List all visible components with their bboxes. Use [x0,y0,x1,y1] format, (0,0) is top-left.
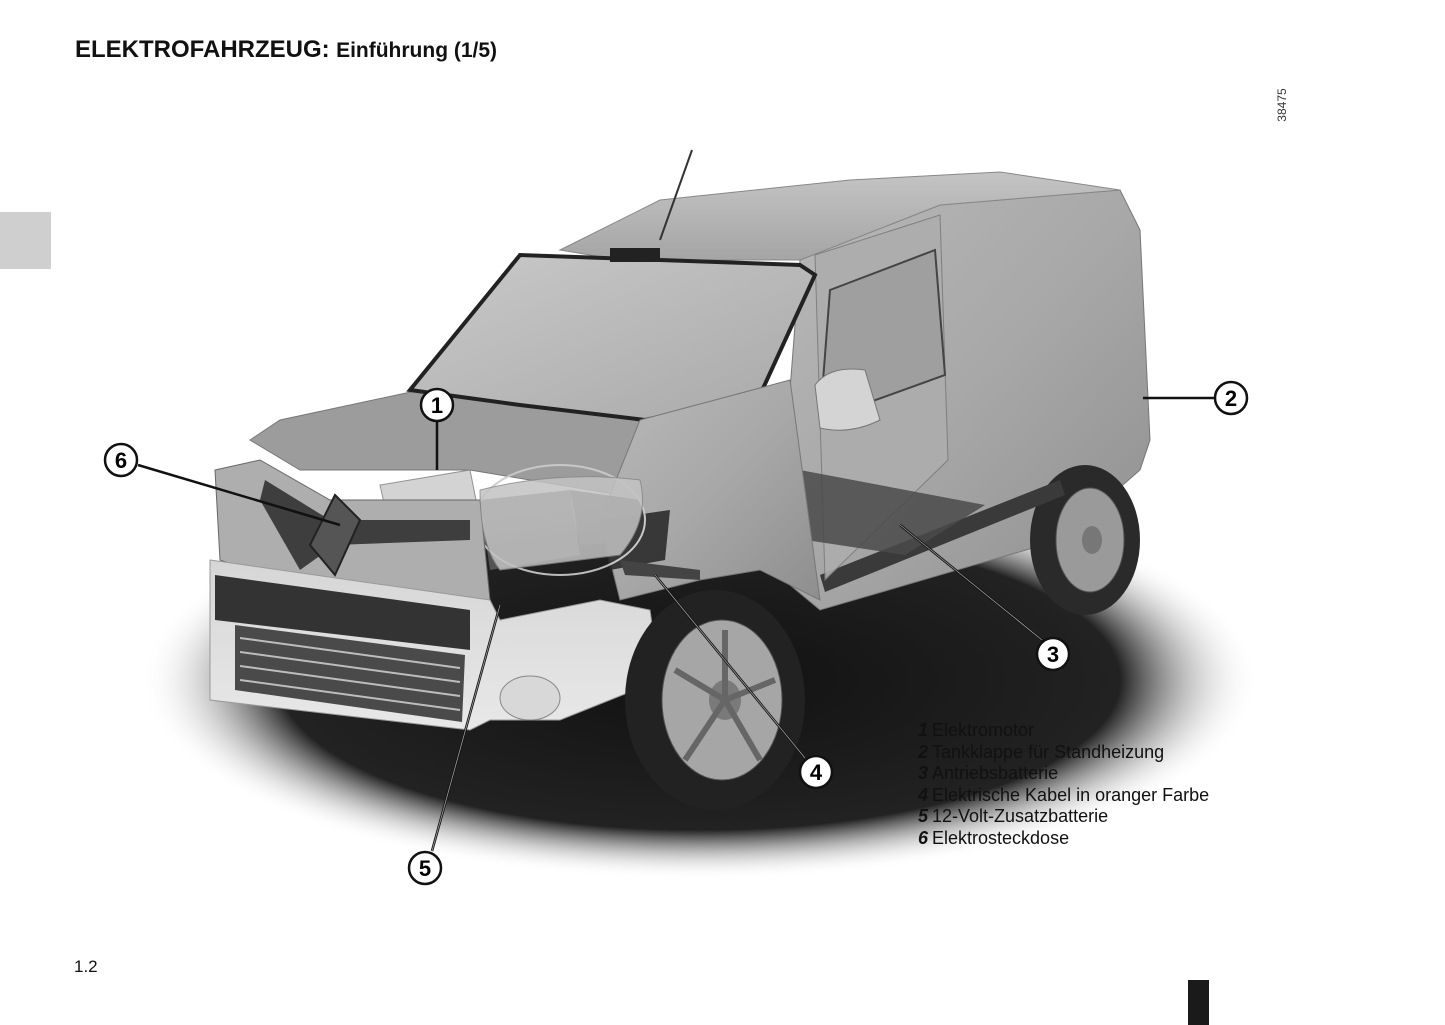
front-wheel [625,590,805,810]
callout-4: 4 [798,754,834,790]
svg-text:4: 4 [810,760,823,785]
lower-vent-mesh [235,625,465,722]
side-strip [820,480,1065,592]
legend-label: Tankklappe für Standheizung [932,741,1165,762]
brand-logo [308,493,362,577]
rearview-mirror [610,248,660,262]
windshield [406,252,818,423]
callout-5: 5 [407,850,443,886]
chapter-tab [0,212,51,269]
page-number: 1.2 [74,957,98,976]
svg-text:2: 2 [1225,386,1237,411]
rear-wheel [1030,465,1140,615]
legend-number: 3 [918,763,929,783]
thumb-index-marker [1188,980,1209,1025]
callout-6: 6 [103,442,139,478]
page-title-main: ELEKTROFAHRZEUG: [75,36,330,63]
legend-number: 2 [918,741,929,762]
fog-light [499,675,561,721]
callout-3: 3 [1035,636,1071,672]
legend-number: 6 [918,827,929,848]
legend-label: Elektrosteckdose [932,827,1070,848]
callout-2: 2 [1213,380,1249,416]
antenna [659,149,693,241]
headlight [479,476,643,571]
legend-label: Elektrische Kabel in oranger Farbe [932,784,1210,805]
legend-label: Antriebsbatterie [932,763,1059,783]
svg-text:5: 5 [419,856,431,881]
svg-text:6: 6 [115,448,127,473]
page-title-sub: Einführung (1/5) [336,39,498,62]
page-title: ELEKTROFAHRZEUG: Einführung (1/5) [75,36,497,64]
svg-text:1: 1 [431,393,443,418]
legend-label: 12-Volt-Zusatzbatterie [932,806,1109,826]
svg-text:3: 3 [1047,642,1059,667]
orange-cable-harness [620,560,700,580]
vent-mesh-pattern [239,637,461,711]
leader-lines-highlight [431,524,1043,852]
legend-number: 1 [918,720,929,740]
legend-number: 4 [918,784,929,805]
callout-1: 1 [419,387,455,423]
side-mirror [814,368,881,431]
legend-label: Elektromotor [932,720,1035,740]
legend-number: 5 [918,806,929,826]
lower-grille [215,575,470,650]
